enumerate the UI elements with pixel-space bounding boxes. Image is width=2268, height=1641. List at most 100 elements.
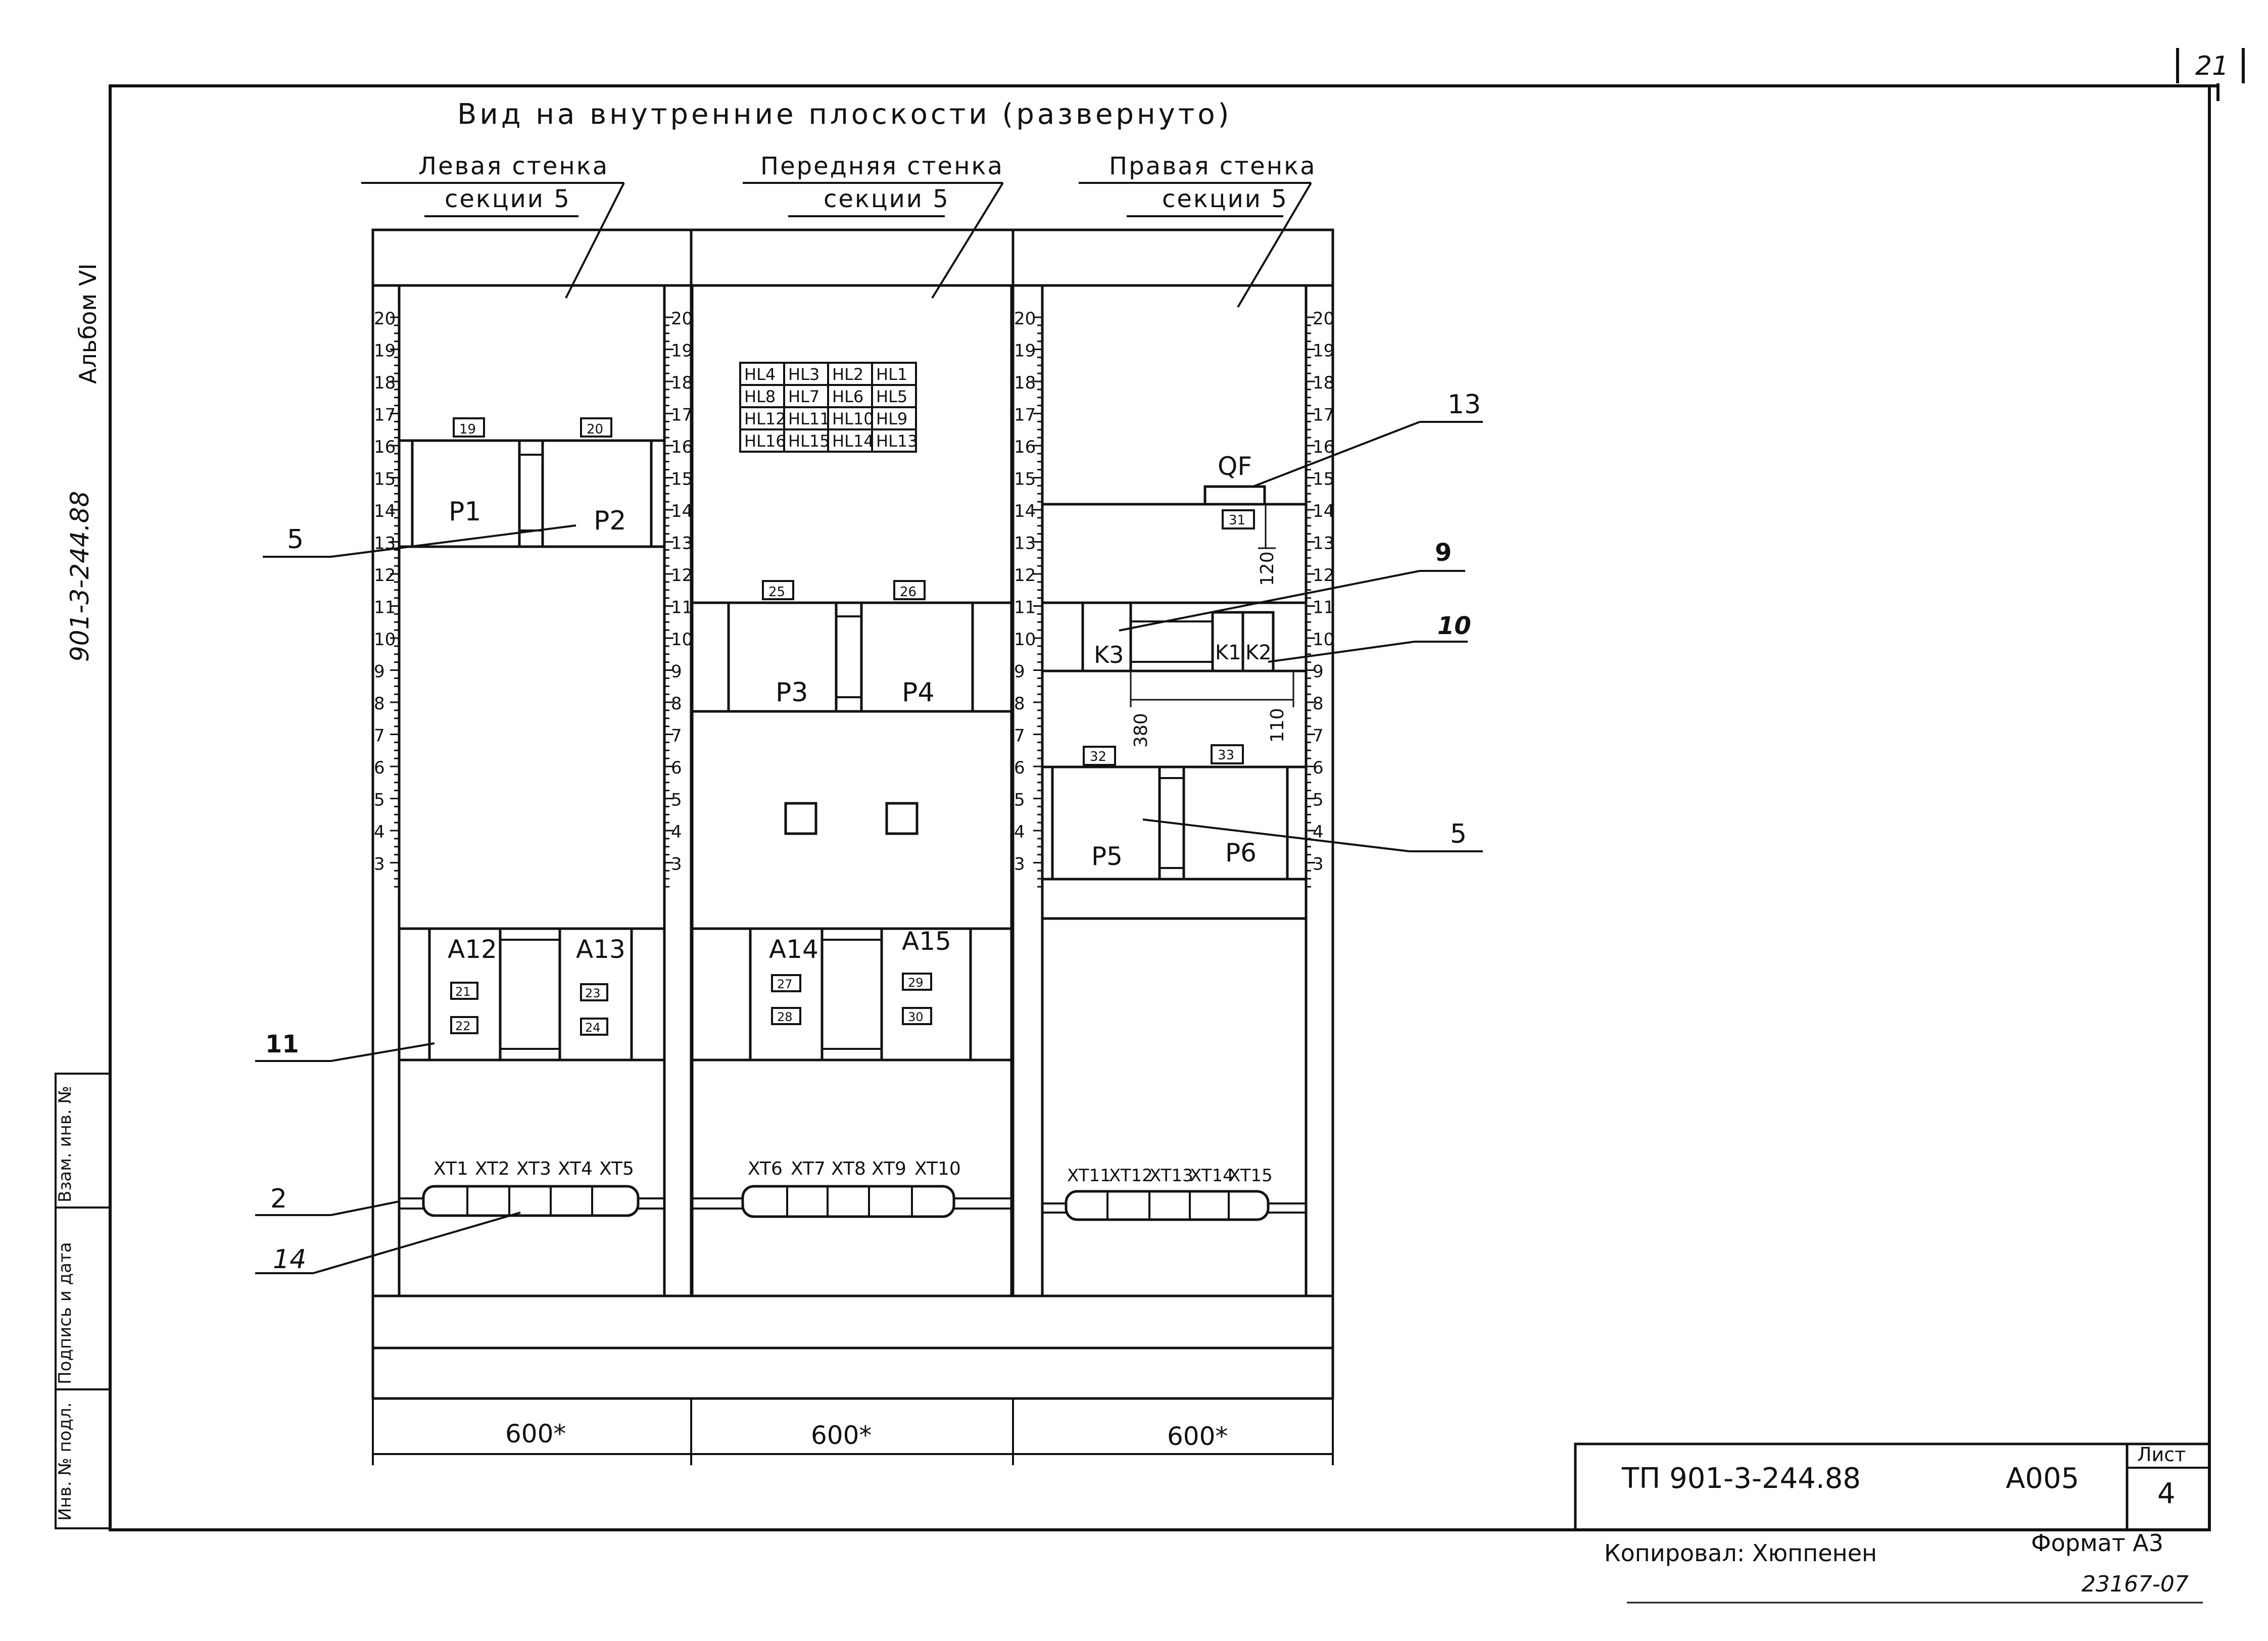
scale-number: 8 [374, 694, 385, 714]
terminal-xt4: XT4 [558, 1159, 593, 1179]
lamp-label: HL4 [744, 365, 776, 384]
drawing-frame [109, 84, 2211, 1531]
terminal-xt1: XT1 [433, 1159, 468, 1179]
scale-number: 4 [671, 822, 682, 842]
scale-number: 9 [1313, 662, 1324, 682]
project-code-vertical: 901-3-244.88 [65, 491, 94, 662]
page-number: 21 [2195, 51, 2229, 81]
scale-number: 3 [1014, 854, 1025, 875]
scale-number: 10 [1313, 630, 1334, 650]
scale-number: 4 [1313, 822, 1324, 842]
scale-number: 13 [671, 534, 693, 554]
scale-number: 17 [1313, 405, 1334, 425]
relay-p6-label: P6 [1225, 838, 1257, 867]
scale-number: 3 [671, 854, 682, 875]
callout-5-left: 5 [287, 524, 304, 555]
terminal-xt14: XT14 [1190, 1166, 1234, 1186]
order-number: 23167-07 [2082, 1571, 2189, 1597]
scale-number: 6 [1014, 758, 1025, 778]
tag-27: 27 [777, 977, 793, 991]
scale-number: 12 [671, 565, 693, 586]
scale-number: 7 [1313, 726, 1324, 746]
scale-number: 18 [671, 373, 693, 393]
scale-number: 20 [1014, 309, 1036, 329]
section-left-sub: секции 5 [445, 185, 571, 213]
title-block-designation: ТП 901-3-244.88 [1621, 1462, 1861, 1495]
module-a14-label: A14 [769, 935, 818, 964]
title-block-sheet-number: 4 [2157, 1477, 2176, 1510]
page-number-box: 21 [2176, 48, 2245, 83]
callout-5-right: 5 [1450, 819, 1467, 849]
scale-number: 20 [374, 309, 396, 329]
callout-9: 9 [1435, 539, 1452, 567]
contactor-k3 [1081, 601, 1132, 672]
relay-p2 [541, 439, 653, 548]
scale-number: 7 [374, 726, 385, 746]
relay-p5-label: P5 [1091, 842, 1123, 871]
lamp-cell [871, 428, 917, 453]
scale-number: 14 [671, 501, 693, 521]
lamp-label: HL9 [876, 409, 907, 428]
lamp-label: HL15 [788, 431, 830, 451]
callouts [255, 421, 1483, 1274]
terminal-xt13: XT13 [1149, 1166, 1193, 1186]
terminal-block-left: XT1 XT2 XT3 XT4 XT5 [399, 1159, 664, 1217]
drawing-title: Вид на внутренние плоскости (развернуто) [457, 98, 1232, 131]
scale-number: 11 [374, 598, 396, 618]
terminal-xt12: XT12 [1109, 1166, 1153, 1186]
dim-380: 380 [1131, 713, 1151, 748]
tag-24: 24 [585, 1021, 601, 1035]
contactor-k2-label: K2 [1245, 641, 1272, 664]
scale-number: 4 [1014, 822, 1025, 842]
side-table: Инв. № подл. Подпись и дата Взам. инв. № [55, 1073, 111, 1529]
scale-number: 10 [1014, 630, 1036, 650]
scale-number: 5 [1313, 790, 1324, 810]
scale-number: 8 [671, 694, 682, 714]
scale-number: 18 [374, 373, 396, 393]
tag-19 [453, 417, 485, 438]
scale-number: 19 [671, 341, 693, 361]
dimension-lines [1130, 671, 1294, 707]
tag-19-label: 19 [459, 422, 476, 437]
left-wall: 19 20 P1 P2 A12 A13 21 22 23 24 XT1 [398, 417, 666, 1217]
scale-number: 12 [1014, 565, 1036, 586]
breaker-qf-label: QF [1218, 452, 1252, 481]
scale-number: 6 [1313, 758, 1324, 778]
callout-10: 10 [1437, 612, 1471, 640]
contactor-k2 [1241, 611, 1275, 672]
section-front-label: Передняя стенка [760, 152, 1004, 180]
scale-number: 5 [671, 790, 682, 810]
tag-26: 26 [900, 585, 916, 600]
callout-11: 11 [265, 1030, 299, 1058]
dim-600-front: 600* [811, 1421, 872, 1450]
window-right [885, 802, 919, 835]
scale-number: 18 [1313, 373, 1334, 393]
scale-number: 7 [1014, 726, 1025, 746]
breaker-qf [1203, 485, 1266, 506]
bottom-dimensions [372, 1398, 1334, 1465]
lamp-label: HL11 [788, 409, 830, 428]
callout-13: 13 [1447, 390, 1481, 420]
scale-number: 12 [374, 565, 396, 586]
relay-p6 [1182, 765, 1289, 881]
side-table-inv: Инв. № подл. [55, 1402, 75, 1521]
dim-110: 110 [1267, 708, 1288, 743]
tag-20 [580, 417, 612, 438]
window-left [784, 802, 817, 835]
terminal-xt5: XT5 [599, 1159, 634, 1179]
scale-number: 19 [1014, 341, 1036, 361]
terminal-block-right: XT11 XT12 XT13 XT14 XT15 [1042, 1166, 1306, 1221]
tag-20-label: 20 [587, 422, 603, 437]
contactor-k3-label: K3 [1094, 641, 1124, 668]
album-label: Альбом VI [74, 263, 102, 384]
scale-number: 14 [1014, 501, 1036, 521]
callout-14: 14 [273, 1244, 306, 1275]
scale-number: 17 [671, 405, 693, 425]
lamp-label: HL13 [876, 431, 918, 451]
scale-number: 17 [1014, 405, 1036, 425]
scale-number: 5 [374, 790, 385, 810]
relay-p2-label: P2 [594, 506, 626, 536]
contactor-k1-label: K1 [1215, 641, 1241, 664]
scale-number: 3 [1313, 854, 1324, 875]
title-block-sheet-label: Лист [2137, 1443, 2186, 1466]
